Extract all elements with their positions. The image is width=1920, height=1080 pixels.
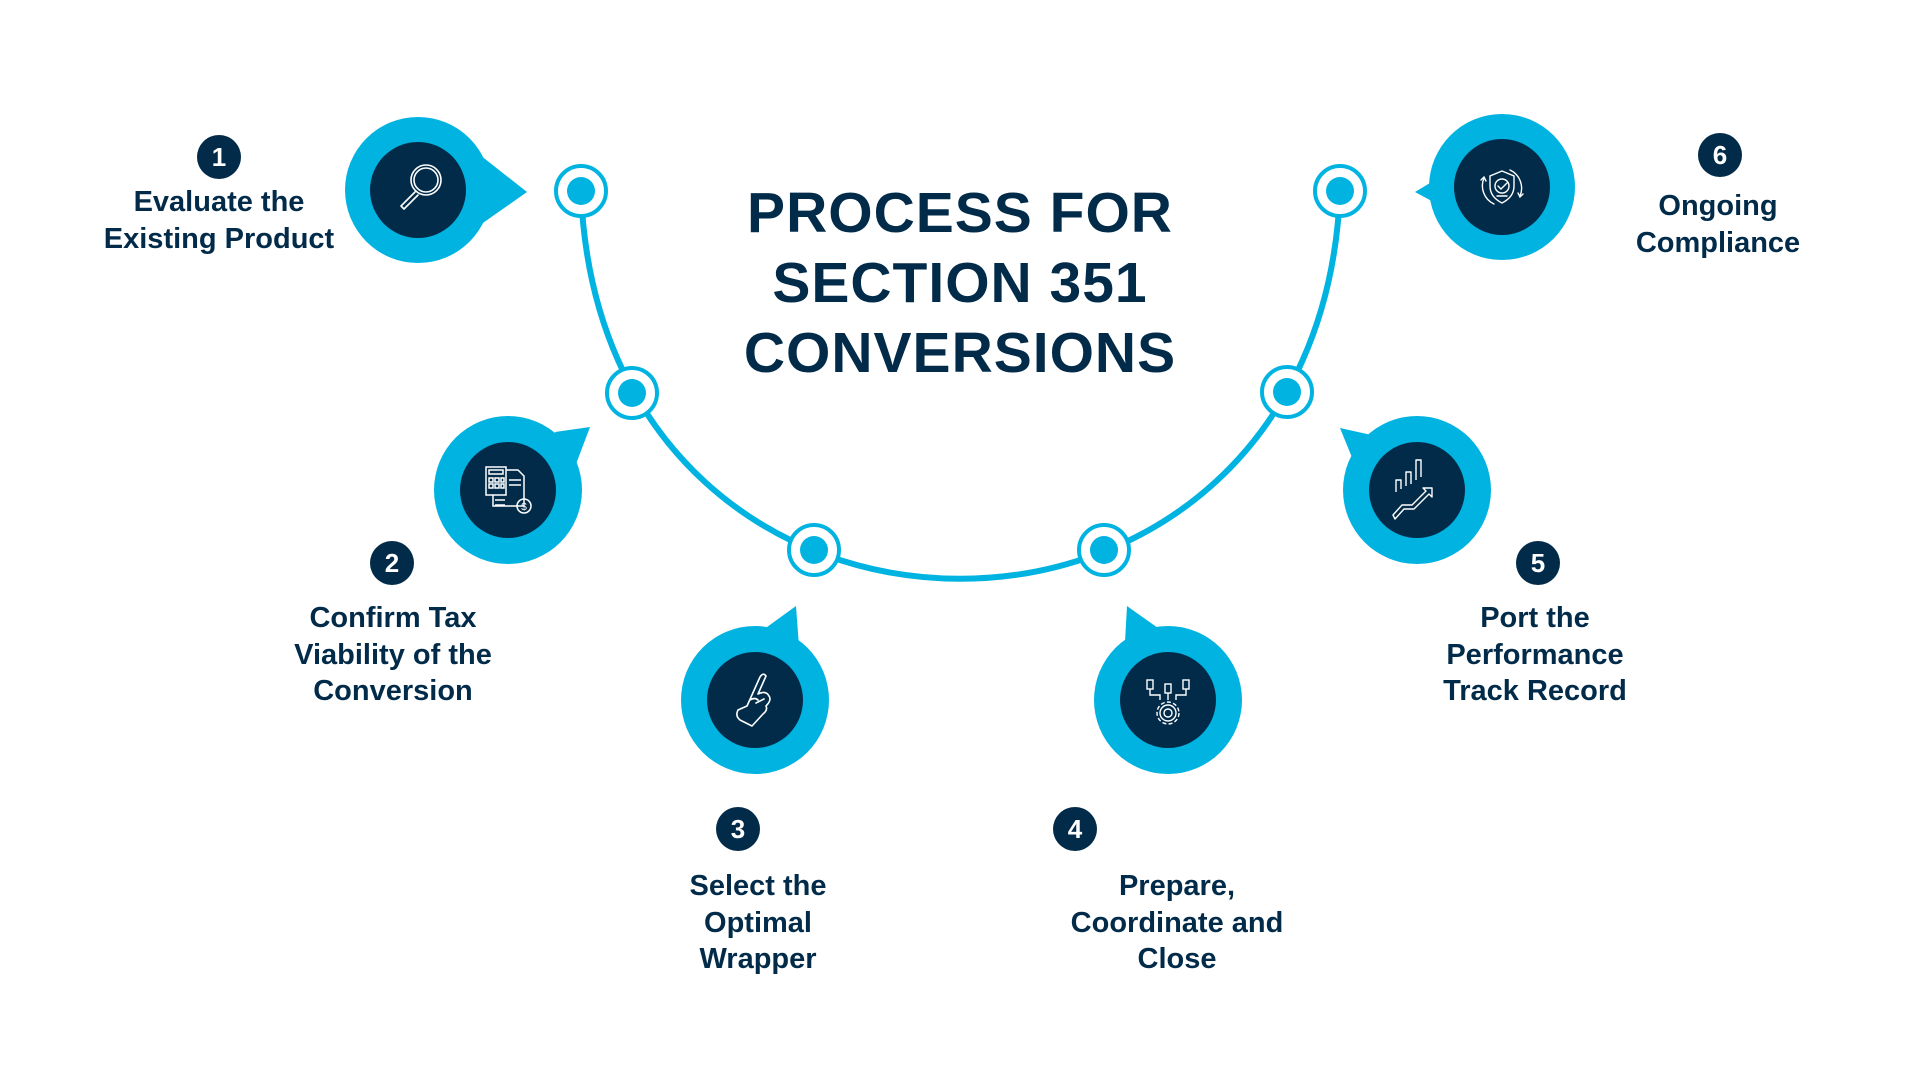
step-3-label: Select the Optimal Wrapper [598,868,918,978]
step-6-label-line: Ongoing [1658,190,1778,222]
step-4-label-line: Coordinate and [1070,906,1284,939]
shield-check-cycle-icon [1480,169,1524,205]
growth-chart-arrow-icon [1392,459,1433,520]
step-2-number-badge: 2 [370,541,414,585]
page-title: PROCESS FOR SECTION 351 CONVERSIONS [660,178,1260,388]
arc-node-3 [787,523,841,577]
step-2-bubble: $ [434,416,590,564]
step-3-label-line: Optimal [704,906,812,939]
step-1-label-line: Existing Product [103,222,335,255]
arc-node-5 [1260,365,1314,419]
arc-node-6 [1313,164,1367,218]
step-3-number-badge: 3 [716,807,760,851]
svg-text:$: $ [521,502,527,513]
step-4-label-line: Close [1137,943,1217,975]
step-1-bubble [345,117,527,263]
title-line-3: CONVERSIONS [743,321,1177,385]
calculator-invoice-dollar-icon: $ [485,466,532,514]
step-1-number-badge: 1 [197,135,241,179]
step-2-label-line: Viability of the [294,638,492,671]
step-5-bubble [1340,416,1491,564]
gear-network-icon [1146,679,1190,725]
step-5-label-line: Port the [1480,602,1590,634]
step-6-label: Ongoing Compliance [1558,188,1878,261]
magnifying-glass-icon [400,164,442,210]
step-2-label: Confirm Tax Viability of the Conversion [233,600,553,710]
step-3-bubble [681,606,829,774]
pointing-hand-icon [736,673,771,727]
step-1-label-line: Evaluate the [133,186,305,218]
step-4-bubble [1094,606,1242,774]
step-4-label: Prepare, Coordinate and Close [1017,868,1337,978]
step-4-label-line: Prepare, [1118,870,1236,902]
step-5-label-line: Track Record [1443,675,1627,707]
step-2-label-line: Confirm Tax [309,602,477,634]
step-5-label: Port the Performance Track Record [1375,600,1695,710]
step-1-label: Evaluate the Existing Product [59,184,379,257]
title-line-2: SECTION 351 [772,251,1148,315]
step-2-label-line: Conversion [313,675,473,707]
step-6-bubble [1415,114,1575,260]
step-3-label-line: Wrapper [699,943,817,975]
step-5-number-badge: 5 [1516,541,1560,585]
title-line-1: PROCESS FOR [747,181,1173,245]
arc-node-1 [554,164,608,218]
step-4-number-badge: 4 [1053,807,1097,851]
step-6-number-badge: 6 [1698,133,1742,177]
step-5-label-line: Performance [1446,638,1624,671]
step-6-label-line: Compliance [1635,226,1801,259]
arc-node-2 [605,366,659,420]
step-3-label-line: Select the [689,870,827,902]
arc-node-4 [1077,523,1131,577]
